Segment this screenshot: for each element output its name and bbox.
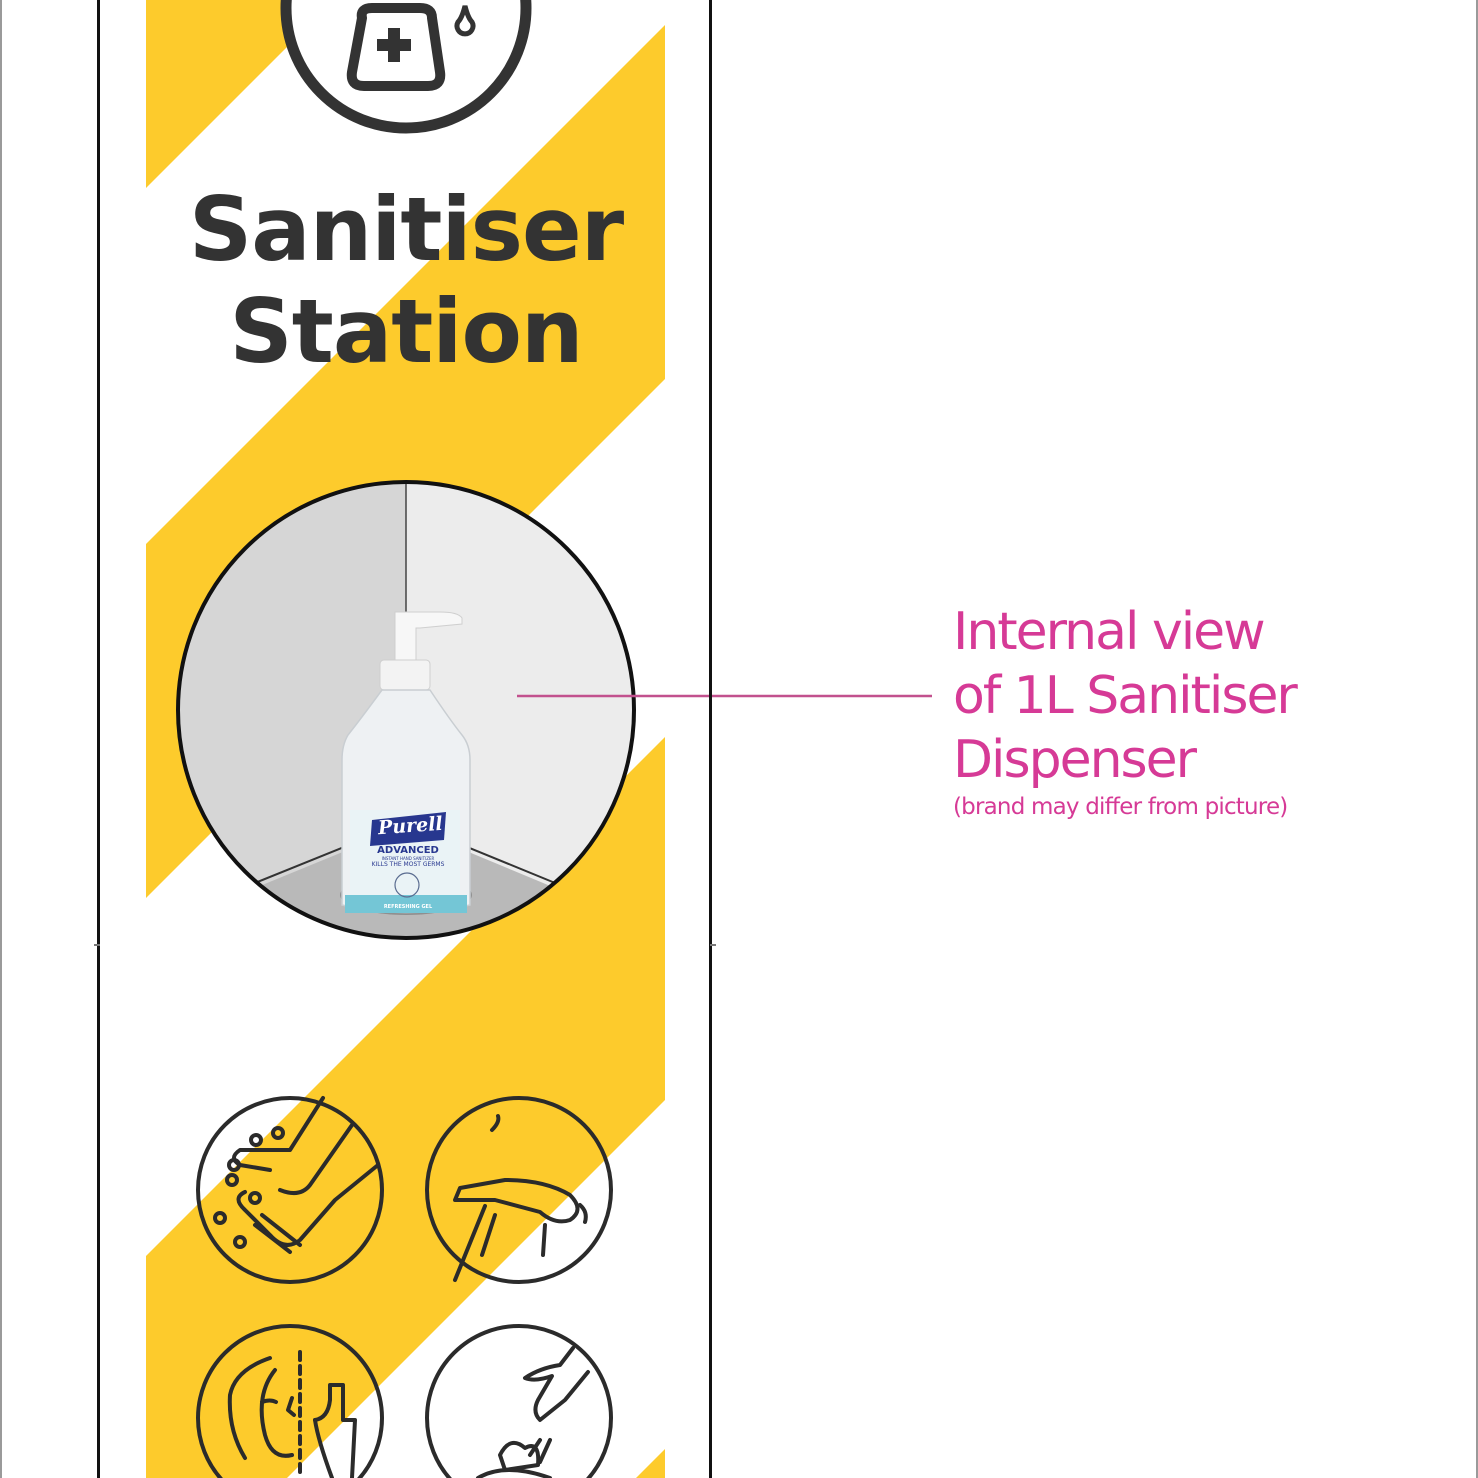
bottle-label-band: REFRESHING GEL [383,904,433,910]
avoid-touching-face-icon [196,1324,384,1478]
sign-right-border [709,0,712,1478]
wash-hands-icon [196,1096,384,1284]
dispose-tissue-icon [425,1324,613,1478]
sanitiser-bottle [341,611,471,914]
cough-into-elbow-icon [425,1096,613,1284]
callout-line3: Dispenser [953,730,1197,790]
bottle-brand: Purell [377,812,444,840]
bottle-label-line2: INSTANT HAND SANITIZER [381,856,435,861]
fold-mark-left [94,944,100,946]
bottle-label-line3: KILLS THE MOST GERMS [371,861,445,868]
callout-text: Internal view of 1L Sanitiser Dispenser … [953,600,1298,822]
page-right-edge [1476,0,1478,1478]
sign-title-line2: Station [229,280,583,383]
callout-line2: of 1L Sanitiser [953,666,1298,726]
bottle-label-line1: ADVANCED [377,845,439,856]
page-left-edge [0,0,2,1478]
sanitiser-bottle-icon [280,0,532,134]
callout-line1: Internal view [953,602,1266,662]
sign-title-line1: Sanitiser [188,178,624,281]
callout-note: (brand may differ from picture) [953,794,1288,820]
fold-mark-right [710,944,716,946]
sign-left-border [97,0,100,1478]
